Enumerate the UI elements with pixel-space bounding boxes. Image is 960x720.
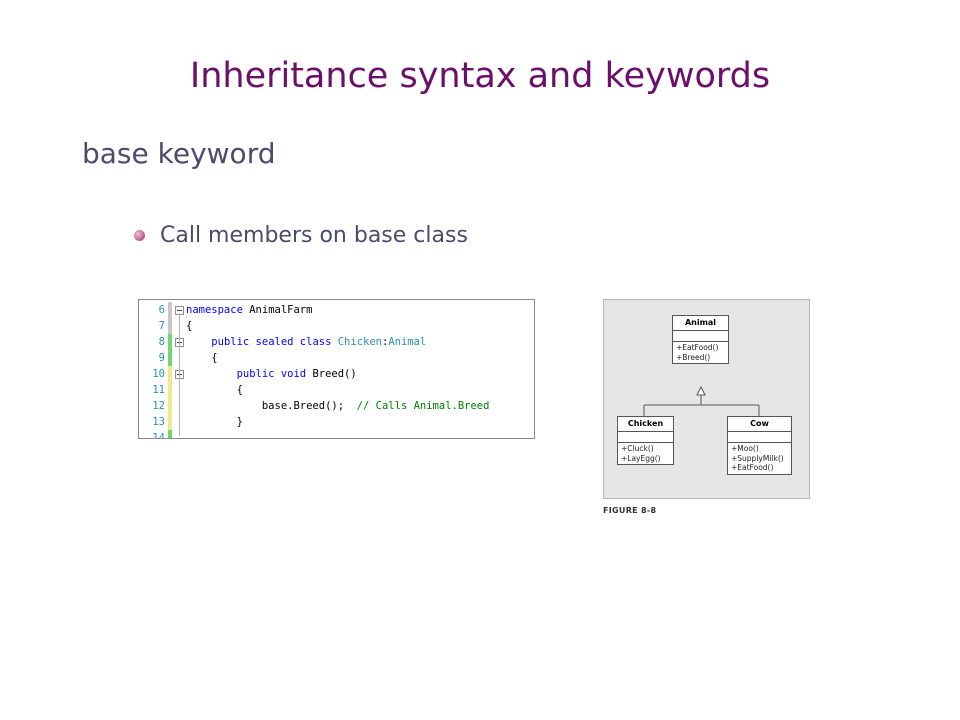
- uml-class-name: Animal: [673, 316, 728, 331]
- code-line: 8 public sealed class Chicken:Animal: [139, 334, 534, 350]
- code-text: base.Breed(); // Calls Animal.Breed: [186, 400, 490, 412]
- bullet-item: Call members on base class: [134, 220, 468, 250]
- line-number: 13: [152, 416, 165, 428]
- change-bar: [168, 366, 172, 382]
- code-line: 13 }: [139, 414, 534, 430]
- uml-class-name: Chicken: [618, 417, 673, 432]
- slide-subtitle: base keyword: [82, 137, 276, 170]
- code-line: 11 {: [139, 382, 534, 398]
- code-line: 6 namespace AnimalFarm: [139, 302, 534, 318]
- change-bar: [168, 334, 172, 350]
- uml-class-chicken: Chicken +Cluck() +LayEgg(): [617, 416, 674, 465]
- change-bar: [168, 414, 172, 430]
- uml-attributes: [673, 331, 728, 342]
- uml-diagram: Animal +EatFood() +Breed() Chicken +Cluc…: [603, 299, 810, 499]
- line-number: 6: [158, 304, 165, 316]
- code-text: public void Breed(): [236, 368, 357, 380]
- code-line: 10 public void Breed(): [139, 366, 534, 382]
- bullet-text: Call members on base class: [160, 222, 468, 248]
- code-editor: 6 namespace AnimalFarm 7 { 8 public seal…: [138, 299, 535, 439]
- uml-class-animal: Animal +EatFood() +Breed(): [672, 315, 729, 364]
- code-text: public sealed class Chicken:Animal: [211, 336, 427, 348]
- line-number: 14: [152, 432, 165, 439]
- change-bar: [168, 430, 172, 438]
- uml-attributes: [728, 432, 791, 443]
- line-number: 10: [152, 368, 165, 380]
- line-number: 9: [158, 352, 165, 364]
- line-number: 12: [152, 400, 165, 412]
- uml-methods: +Cluck() +LayEgg(): [621, 444, 661, 463]
- uml-methods: +EatFood() +Breed(): [676, 343, 719, 362]
- change-bar: [168, 318, 172, 334]
- uml-attributes: [618, 432, 673, 443]
- code-text: {: [186, 352, 218, 364]
- line-number: 8: [158, 336, 165, 348]
- figure-caption: FIGURE 8-8: [603, 506, 657, 515]
- code-text: }: [186, 416, 243, 428]
- change-bar: [168, 398, 172, 414]
- code-line: 7 {: [139, 318, 534, 334]
- outline-guide: [179, 313, 180, 436]
- uml-methods: +Moo() +SupplyMilk() +EatFood(): [731, 444, 784, 472]
- uml-class-name: Cow: [728, 417, 791, 432]
- inheritance-arrow-icon: [696, 385, 706, 396]
- change-bar: [168, 350, 172, 366]
- code-text: namespace AnimalFarm: [186, 304, 313, 316]
- code-line: 9 {: [139, 350, 534, 366]
- code-text: {: [186, 384, 243, 396]
- inheritance-connectors: [643, 385, 760, 416]
- line-number: 7: [158, 320, 165, 332]
- uml-class-cow: Cow +Moo() +SupplyMilk() +EatFood(): [727, 416, 792, 475]
- slide-title: Inheritance syntax and keywords: [189, 56, 771, 96]
- code-line: 12 base.Breed(); // Calls Animal.Breed: [139, 398, 534, 414]
- code-line: 14: [139, 430, 534, 439]
- change-bar: [168, 302, 172, 318]
- bullet-dot-icon: [134, 229, 145, 241]
- line-number: 11: [152, 384, 165, 396]
- code-text: {: [186, 320, 193, 332]
- change-bar: [168, 382, 172, 398]
